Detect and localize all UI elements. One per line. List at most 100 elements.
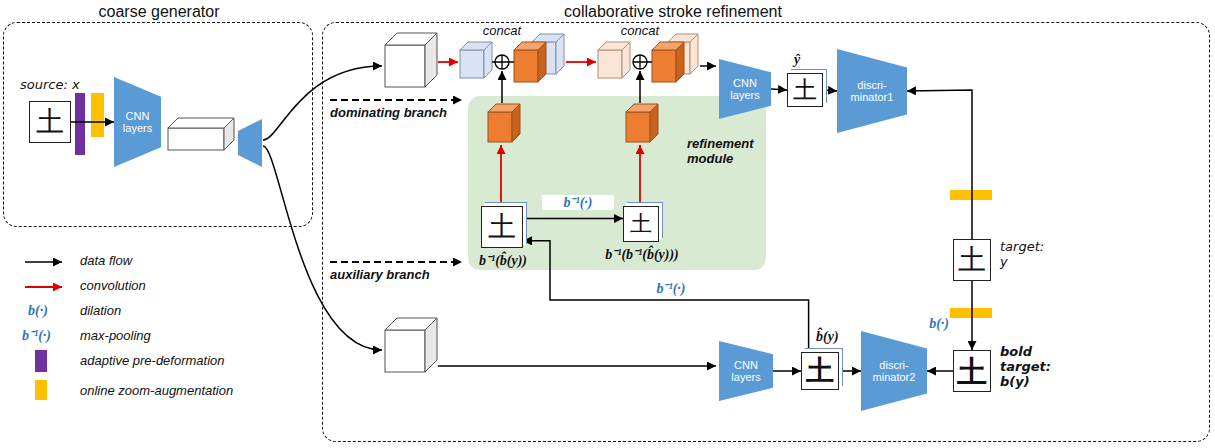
node-label: collaborative stroke refinement bbox=[503, 3, 843, 21]
group-region: coarse generatorsource: x土CNN layers bbox=[3, 22, 313, 227]
legend-line-sample bbox=[25, 286, 62, 288]
decoder-trapezoid bbox=[238, 119, 262, 167]
node-text: discri- minator1 bbox=[843, 79, 901, 103]
connector-arrow bbox=[771, 89, 787, 90]
glyph-box: 土b⁻¹(b̂(y)) bbox=[481, 206, 523, 248]
feature-block bbox=[425, 33, 437, 87]
node-label: bold target: b(y) bbox=[1000, 345, 1052, 390]
operation-label: concat bbox=[615, 24, 665, 39]
node-label: b⁻¹(b̂(y)) bbox=[463, 253, 543, 269]
concat-symbol bbox=[633, 55, 647, 69]
node-text: 土 bbox=[36, 107, 64, 138]
cnn-trapezoid: CNN layers bbox=[114, 77, 161, 167]
glyph-box: 土target: y bbox=[953, 239, 991, 281]
trapezoid-fill bbox=[719, 59, 771, 119]
branch-arrow bbox=[330, 261, 462, 263]
refined-feature-block bbox=[512, 104, 520, 142]
connector-arrow bbox=[823, 90, 837, 91]
discriminator-trapezoid: discri- minator2 bbox=[861, 331, 927, 411]
feature-block bbox=[224, 118, 234, 150]
glyph-box: source: x土 bbox=[29, 101, 71, 143]
legend-text: max-pooling bbox=[80, 329, 151, 344]
legend-swatch bbox=[35, 350, 47, 372]
cnn-trapezoid: CNN layers bbox=[719, 341, 773, 401]
trapezoid-fill bbox=[719, 341, 773, 401]
node-label: b̂(y) bbox=[816, 329, 856, 345]
connector-arrow bbox=[971, 281, 973, 350]
legend-symbol: b(·) bbox=[28, 303, 72, 319]
node-label: ŷ bbox=[794, 52, 818, 68]
feature-block bbox=[598, 50, 622, 78]
feature-block bbox=[385, 45, 425, 87]
node-text: 土 bbox=[630, 212, 652, 236]
feature-block bbox=[425, 318, 437, 372]
feature-block bbox=[622, 42, 630, 78]
data-flow-arrow bbox=[700, 65, 716, 67]
zoom-augmentation-bar bbox=[91, 93, 104, 137]
feature-block bbox=[556, 34, 564, 74]
connector-arrow bbox=[71, 121, 114, 123]
node-text: CNN layers bbox=[725, 359, 767, 383]
refined-feature-block bbox=[538, 42, 546, 82]
legend-text: dilation bbox=[80, 304, 121, 319]
node-label: target: y bbox=[1000, 240, 1052, 270]
node-text: 土 bbox=[806, 356, 834, 387]
data-flow-arrow bbox=[438, 365, 716, 367]
trapezoid-fill bbox=[114, 77, 161, 167]
node-label: coarse generator bbox=[4, 3, 314, 21]
branch-label: auxiliary branch bbox=[330, 268, 470, 283]
node-text: discri- minator2 bbox=[867, 359, 921, 383]
zoom-augmentation-bar bbox=[950, 308, 992, 318]
branch-label: dominating branch bbox=[330, 106, 470, 121]
glyph-box: ŷ土 bbox=[787, 73, 823, 107]
branch-arrow bbox=[330, 99, 462, 101]
node-text: 土 bbox=[958, 245, 986, 276]
glyph-box: 土b̂(y) bbox=[801, 352, 839, 390]
node-label: source: x bbox=[20, 78, 100, 93]
legend-swatch bbox=[35, 380, 47, 400]
node-label: refinement module bbox=[687, 137, 763, 167]
node-label: b⁻¹(b⁻¹(b̂(y))) bbox=[587, 247, 697, 263]
convolution-arrow bbox=[566, 61, 596, 63]
feature-block bbox=[385, 330, 425, 372]
refined-feature-block bbox=[676, 42, 684, 82]
legend-text: adaptive pre-deformation bbox=[80, 354, 225, 369]
connector-arrow bbox=[773, 370, 801, 372]
convolution-arrow bbox=[639, 145, 641, 203]
refined-feature-block bbox=[626, 112, 650, 142]
glyph-box: 土bold target: b(y) bbox=[953, 350, 991, 392]
edge-label: b⁻¹(·) bbox=[542, 195, 614, 210]
data-flow-arrow bbox=[501, 71, 503, 103]
refinement-module: refinement module土b⁻¹(b̂(y))土b⁻¹(b⁻¹(b̂(… bbox=[469, 97, 767, 271]
legend-symbol: b⁻¹(·) bbox=[22, 328, 76, 344]
data-flow-line bbox=[647, 61, 652, 63]
connector-arrow bbox=[523, 218, 623, 220]
edge-label: b⁻¹(·) bbox=[640, 281, 702, 296]
edge-label: b(·) bbox=[912, 316, 950, 331]
glyph-box: 土b⁻¹(b⁻¹(b̂(y))) bbox=[623, 206, 659, 242]
pre-deformation-bar bbox=[75, 93, 85, 155]
legend-text: data flow bbox=[80, 254, 132, 269]
concat-symbol bbox=[633, 55, 647, 69]
refinement-module-ground bbox=[468, 96, 766, 270]
refined-feature-block bbox=[514, 50, 538, 82]
group-region: collaborative stroke refinementCNN layer… bbox=[322, 22, 1210, 442]
legend-text: convolution bbox=[80, 279, 146, 294]
concat-symbol bbox=[495, 55, 509, 69]
feature-block bbox=[460, 50, 484, 78]
concat-symbol bbox=[495, 55, 509, 69]
connector-arrow bbox=[839, 370, 861, 372]
feature-block bbox=[168, 128, 224, 150]
trapezoid-fill bbox=[837, 49, 907, 133]
cnn-trapezoid: CNN layers bbox=[719, 59, 771, 119]
zoom-augmentation-bar bbox=[950, 190, 992, 200]
convolution-arrow bbox=[438, 61, 458, 63]
trapezoid-fill bbox=[861, 331, 927, 411]
feature-block bbox=[690, 34, 698, 74]
node-text: CNN layers bbox=[120, 110, 155, 134]
feature-block bbox=[168, 118, 234, 128]
node-text: 土 bbox=[488, 212, 516, 243]
